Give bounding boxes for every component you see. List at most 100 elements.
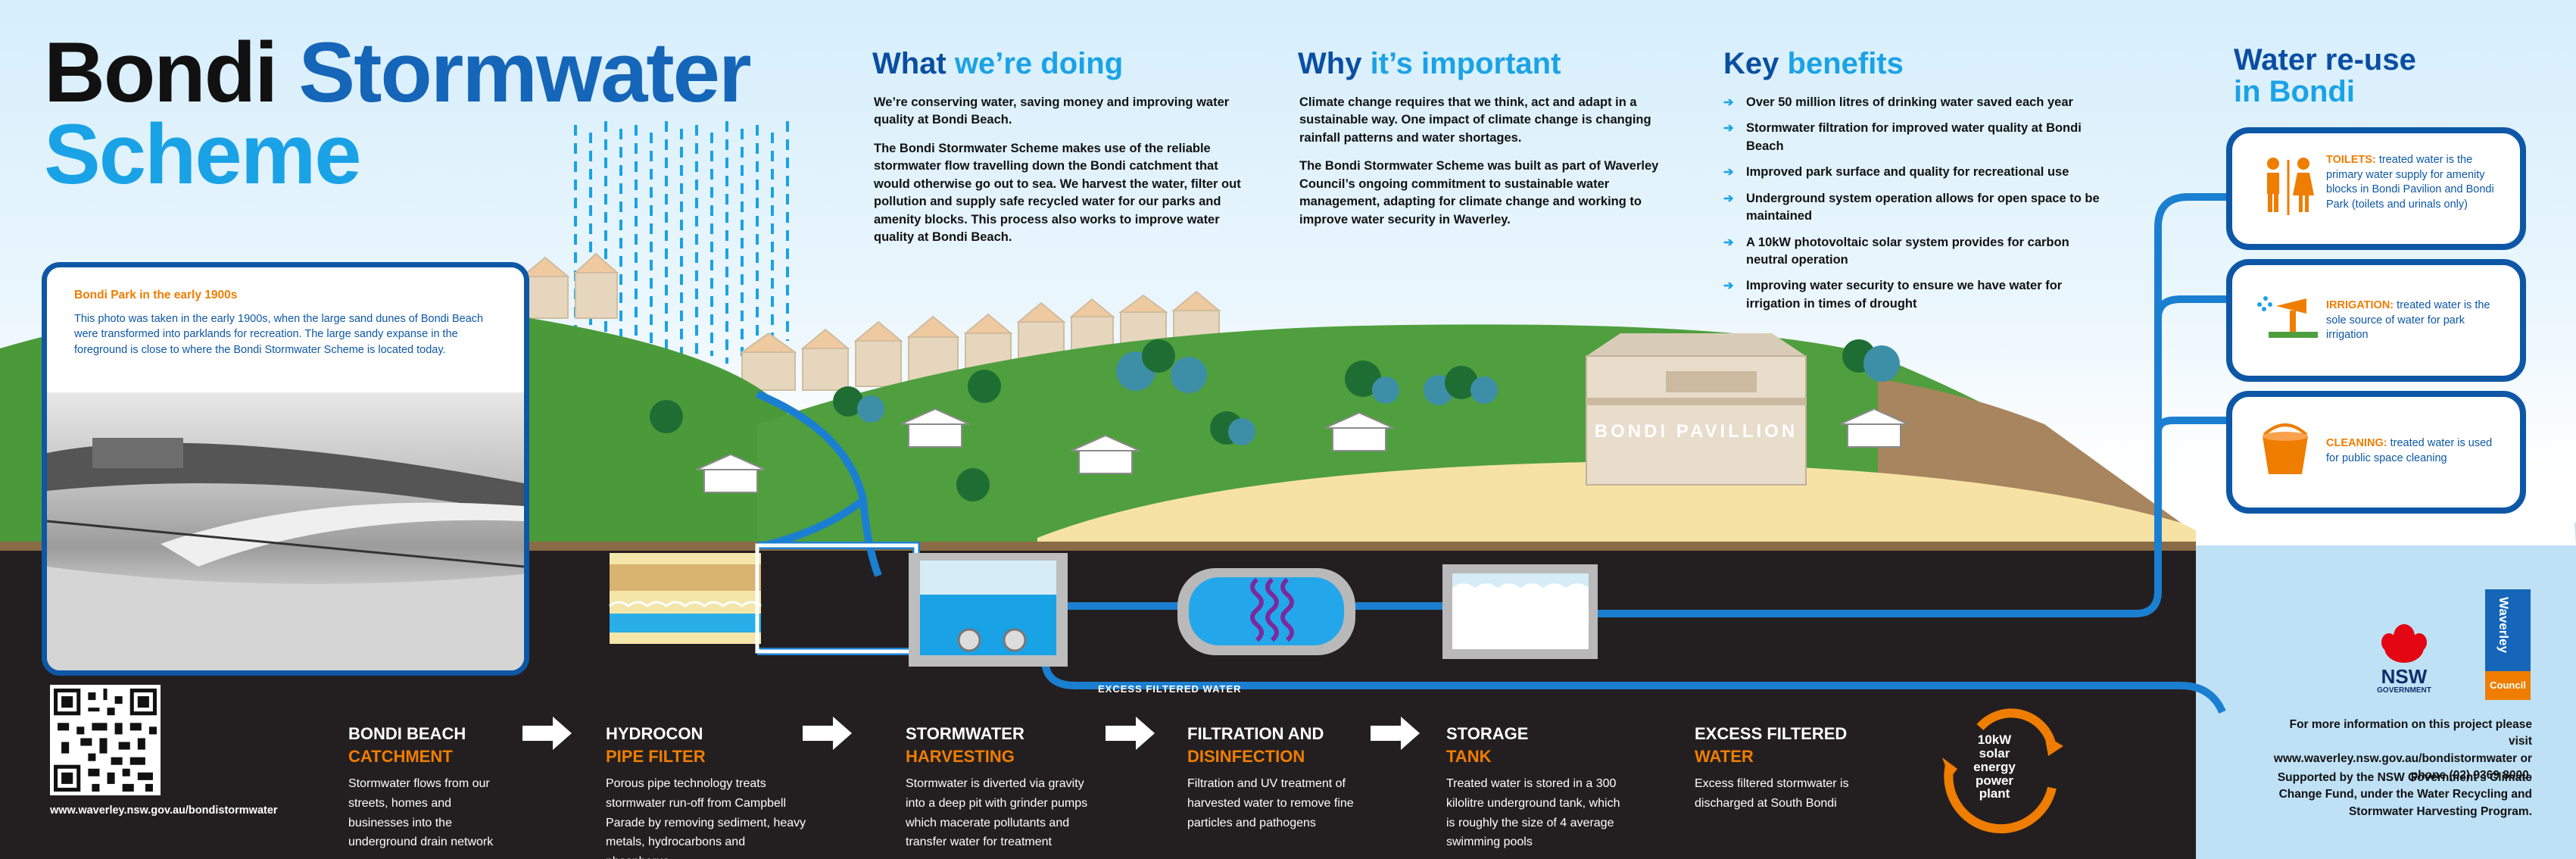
reuse-heading-line1: Water re-use [2234, 43, 2416, 77]
step-title: HYDROCON [606, 724, 703, 743]
step-subtitle: WATER [1695, 746, 1754, 766]
step-excess: EXCESS FILTERED WATER Excess filtered st… [1695, 723, 1876, 813]
solar-line: plant [1979, 786, 2010, 801]
solar-cycle-icon [1944, 708, 2057, 834]
step-title: FILTRATION AND [1187, 724, 1324, 743]
reuse-cleaning-box: CLEANING: treated water is used for publ… [2226, 391, 2526, 514]
why-paragraph-2: The Bondi Stormwater Scheme was built as… [1299, 159, 1659, 226]
arrow-icon: ➔ [1723, 236, 1734, 249]
council-logo-text: Council [2485, 671, 2531, 700]
picnic-shelters [696, 408, 1909, 493]
reuse-cleaning-desc: treated water is used for public space c… [2326, 437, 2493, 464]
step-subtitle: TANK [1446, 746, 1492, 766]
page-title: Bondi Stormwater [44, 30, 752, 115]
arrow-icon: ➔ [1723, 166, 1734, 180]
reuse-irrigation-label: IRRIGATION: [2326, 299, 2394, 311]
reuse-irrigation-desc: treated water is the sole source of wate… [2326, 299, 2490, 342]
what-paragraph-2: The Bondi Stormwater Scheme makes use of… [874, 141, 1241, 244]
photo-card-title: Bondi Park in the early 1900s [74, 289, 238, 301]
benefit-text: Over 50 million litres of drinking water… [1746, 95, 2073, 109]
waverley-logo: Waverley Council [2485, 589, 2531, 700]
reuse-toilets-desc: treated water is the primary water suppl… [2326, 154, 2494, 211]
step-title: BONDI BEACH [348, 724, 466, 743]
waratah-logo-icon [2381, 624, 2427, 663]
solar-line: 10kW [1977, 732, 2012, 747]
benefit-item: ➔ Stormwater filtration for improved wate… [1723, 120, 2102, 155]
nsw-logo-subtext: GOVERNMENT [2377, 686, 2431, 695]
benefit-item: ➔ A 10kW photovoltaic solar system provid… [1723, 234, 2102, 270]
step-desc: Porous pipe technology treats stormwater… [606, 777, 806, 859]
step-subtitle: HARVESTING [906, 746, 1015, 766]
bucket-icon [2263, 423, 2308, 474]
benefits-list: ➔ Over 50 million litres of drinking wate… [1723, 94, 2102, 321]
benefit-text: Stormwater filtration for improved water… [1746, 121, 2082, 153]
toilet-icon [2267, 158, 2314, 215]
harvesting-pit-illustration [909, 553, 1068, 667]
reuse-irrigation-text: IRRIGATION: treated water is the sole so… [2326, 298, 2508, 343]
process-arrows [522, 717, 1420, 750]
nsw-logo-text: NSW [2381, 665, 2428, 688]
historic-photo-card: Bondi Park in the early 1900s This photo… [42, 262, 529, 676]
step-title: STORMWATER [906, 724, 1024, 743]
bondi-pavilion-illustration [1586, 333, 1807, 486]
solar-line: solar [1979, 745, 2010, 761]
qr-code[interactable] [50, 685, 161, 795]
benefits-heading-dark: Key [1723, 47, 1779, 80]
title-word-bondi: Bondi [44, 25, 278, 120]
step-desc: Stormwater flows from our streets, homes… [348, 777, 494, 849]
reuse-heading: Water re-use in Bondi [2234, 44, 2416, 108]
pavilion-sign: BONDI PAVILLION [1594, 421, 1798, 442]
benefit-item: ➔Underground system operation allows for… [1723, 190, 2102, 226]
benefits-heading: Key benefits [1723, 47, 1904, 81]
why-heading: Why it’s important [1298, 47, 1561, 81]
reuse-toilets-box: TOILETS: treated water is the primary wa… [2226, 127, 2526, 250]
step-desc: Stormwater is diverted via gravity into … [906, 777, 1088, 849]
why-heading-light: it’s important [1370, 47, 1561, 80]
benefit-item: ➔Improving water security to ensure we h… [1723, 277, 2102, 313]
trees-illustration [650, 339, 1900, 501]
reuse-cleaning-label: CLEANING: [2326, 437, 2387, 449]
benefit-text: A 10kW photovoltaic solar system provide… [1746, 235, 2069, 267]
step-catchment: BONDI BEACH CATCHMENT Stormwater flows f… [348, 723, 500, 851]
sprinkler-icon [2257, 296, 2318, 338]
why-body: Climate change requires that we think, a… [1299, 94, 1678, 239]
step-subtitle: DISINFECTION [1187, 746, 1305, 766]
step-title: STORAGE [1446, 724, 1529, 743]
rain-illustration [574, 121, 789, 375]
arrow-icon: ➔ [1723, 96, 1734, 109]
arrow-icon: ➔ [1723, 122, 1734, 136]
benefit-text: Improved park surface and quality for re… [1746, 165, 2069, 180]
why-heading-dark: Why [1298, 47, 1362, 80]
title-word-stormwater: Stormwater [298, 25, 751, 120]
qr-url[interactable]: www.waverley.nsw.gov.au/bondistormwater [50, 804, 278, 817]
step-subtitle: CATCHMENT [348, 746, 453, 766]
arrow-icon: ➔ [1723, 280, 1734, 293]
waverley-logo-text: Waverley [2496, 597, 2511, 654]
step-harvesting: STORMWATER HARVESTING Stormwater is dive… [906, 723, 1095, 851]
step-desc: Filtration and UV treatment of harvested… [1187, 777, 1354, 829]
historic-bondi-photo [47, 392, 524, 670]
title-word-scheme: Scheme [44, 107, 362, 201]
benefits-heading-light: benefits [1787, 47, 1904, 80]
benefit-item: ➔ Over 50 million litres of drinking wate… [1723, 94, 2102, 111]
reuse-heading-line2: in Bondi [2234, 75, 2355, 108]
houses-illustration [520, 252, 1221, 391]
footer-info: For more information on this project ple… [2273, 718, 2532, 782]
what-heading-light: we’re doing [954, 47, 1124, 80]
step-title: EXCESS FILTERED [1695, 724, 1848, 743]
what-heading-dark: What [872, 47, 947, 80]
step-desc: Treated water is stored in a 300 kilolit… [1446, 777, 1620, 849]
reuse-toilets-label: TOILETS: [2326, 154, 2376, 166]
step-filtration: FILTRATION AND DISINFECTION Filtration a… [1187, 723, 1361, 832]
solar-label: 10kW solar energy power plant [1957, 733, 2032, 801]
qr-code-icon [50, 685, 161, 795]
reuse-cleaning-text: CLEANING: treated water is used for publ… [2326, 436, 2508, 466]
photo-card-text: This photo was taken in the early 1900s,… [74, 313, 484, 356]
step-subtitle: PIPE FILTER [606, 746, 706, 766]
why-paragraph-1: Climate change requires that we think, a… [1299, 95, 1651, 145]
hydrocon-filter-illustration [609, 543, 918, 654]
what-paragraph-1: We’re conserving water, saving money and… [874, 95, 1230, 127]
reuse-irrigation-box: IRRIGATION: treated water is the sole so… [2226, 259, 2526, 382]
